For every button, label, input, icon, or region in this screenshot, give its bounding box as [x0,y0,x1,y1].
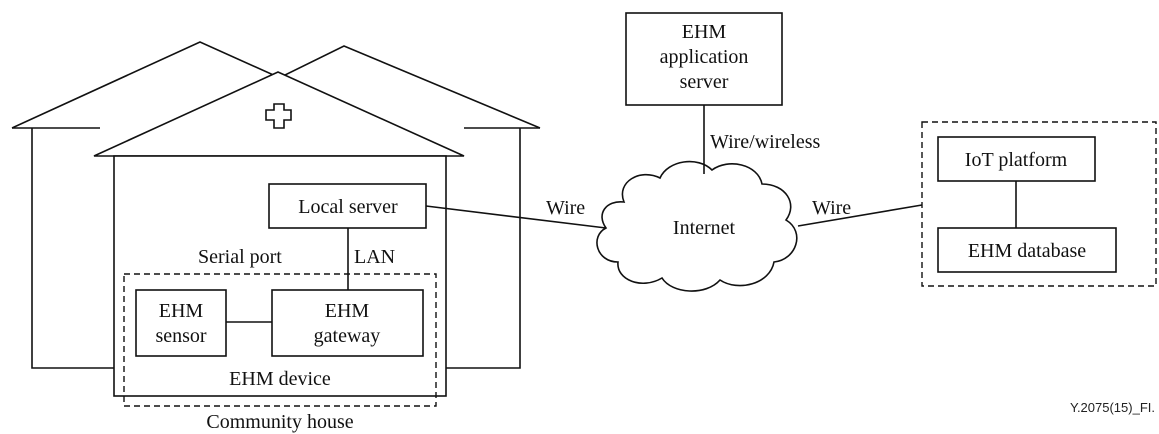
local-server-label: Local server [298,196,398,218]
wire-link-left [425,205,607,229]
serial-port-label: Serial port [198,246,282,268]
platform-boundary [921,121,1157,287]
app-server-label-line3: server [680,71,729,93]
wire-link-right [797,204,923,227]
local-server-node: Local server [268,183,427,229]
ehm-sensor-label-line1: EHM [159,300,204,322]
ehm-gateway-label-line2: gateway [314,325,381,347]
lan-label: LAN [354,246,395,268]
iot-platform-node: IoT platform [937,136,1096,182]
ehm-device-label: EHM device [229,368,331,390]
ehm-gateway-node: EHM gateway [271,289,424,357]
app-server-label-line2: application [660,46,749,68]
iot-platform-label: IoT platform [965,149,1068,171]
ehm-gateway-label-line1: EHM [325,300,370,322]
wire-wireless-label: Wire/wireless [710,131,820,153]
wire-left-label: Wire [546,197,585,219]
ehm-sensor-label-line2: sensor [155,325,206,347]
community-house-label: Community house [206,411,353,433]
internet-label: Internet [673,217,736,239]
ehm-application-server-node: EHM application server [625,12,783,106]
app-server-label-line1: EHM [682,21,727,43]
ehm-database-label: EHM database [968,240,1086,262]
medical-cross-icon [265,103,292,129]
internet-cloud: Internet [596,160,798,292]
ehm-device-boundary [123,273,437,407]
ehm-database-node: EHM database [937,227,1117,273]
ehm-sensor-node: EHM sensor [135,289,227,357]
figure-id: Y.2075(15)_FI. [1070,400,1155,415]
wire-right-label: Wire [812,197,851,219]
